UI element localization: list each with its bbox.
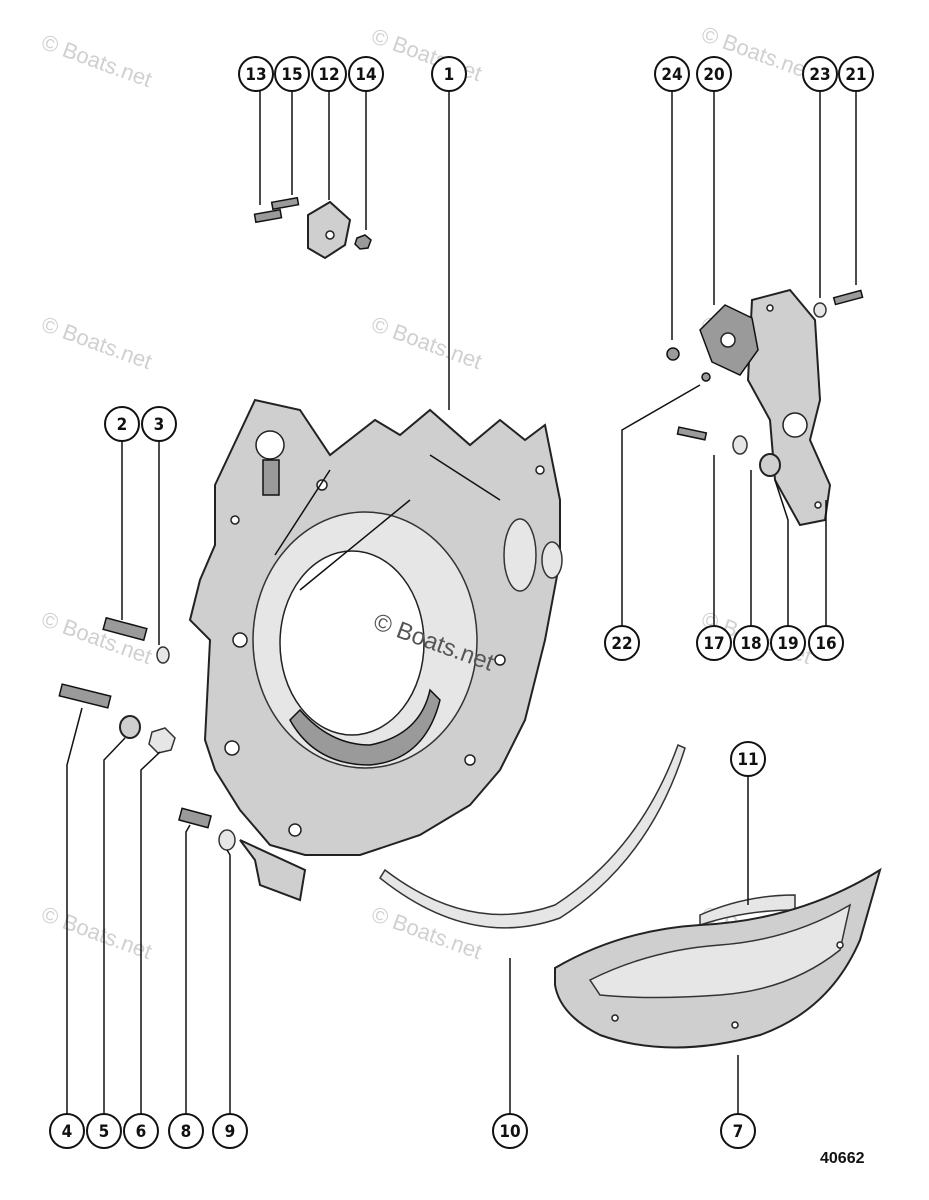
callout-2: 2	[104, 406, 140, 442]
callout-23: 23	[802, 56, 838, 92]
callout-6: 6	[123, 1113, 159, 1149]
watermark: © Boats.net	[368, 23, 485, 86]
callout-label: 9	[225, 1122, 236, 1142]
callout-label: 5	[99, 1122, 110, 1142]
watermark: © Boats.net	[38, 29, 155, 92]
callout-12: 12	[311, 56, 347, 92]
callout-4: 4	[49, 1113, 85, 1149]
callout-20: 20	[696, 56, 732, 92]
callout-9: 9	[212, 1113, 248, 1149]
watermark: © Boats.net	[368, 311, 485, 374]
callout-19: 19	[770, 625, 806, 661]
callout-label: 3	[154, 415, 165, 435]
callout-15: 15	[274, 56, 310, 92]
callout-label: 18	[740, 634, 761, 654]
callouts: 13 15 12 14 1 24 20 23 21 2 3 22 17 18 1…	[49, 56, 874, 1149]
callout-label: 6	[136, 1122, 147, 1142]
callout-24: 24	[654, 56, 690, 92]
callout-1: 1	[431, 56, 467, 92]
callout-label: 1	[444, 65, 455, 85]
callout-14: 14	[348, 56, 384, 92]
callout-label: 24	[661, 65, 682, 85]
callout-label: 7	[733, 1122, 744, 1142]
callout-label: 8	[181, 1122, 192, 1142]
callout-label: 12	[318, 65, 339, 85]
callout-5: 5	[86, 1113, 122, 1149]
figure-number: 40662	[820, 1150, 865, 1167]
callout-label: 10	[499, 1122, 520, 1142]
watermark: © Boats.net	[38, 311, 155, 374]
left-fasteners	[58, 616, 236, 851]
callout-13: 13	[238, 56, 274, 92]
callout-17: 17	[696, 625, 732, 661]
callout-label: 14	[355, 65, 376, 85]
callout-label: 17	[703, 634, 724, 654]
callout-8: 8	[168, 1113, 204, 1149]
callout-10: 10	[492, 1113, 528, 1149]
callout-label: 23	[809, 65, 830, 85]
mounting-plate-group	[666, 288, 864, 527]
watermark: © Boats.net	[38, 901, 155, 964]
callout-16: 16	[808, 625, 844, 661]
flywheel-housing	[188, 398, 563, 902]
callout-21: 21	[838, 56, 874, 92]
callout-label: 19	[777, 634, 798, 654]
callout-label: 4	[62, 1122, 73, 1142]
callout-label: 16	[815, 634, 836, 654]
callout-label: 20	[703, 65, 724, 85]
callout-3: 3	[141, 406, 177, 442]
callout-label: 13	[245, 65, 266, 85]
callout-label: 2	[117, 415, 128, 435]
callout-label: 15	[281, 65, 302, 85]
gasket-group	[379, 743, 882, 1049]
bracket-group	[253, 196, 372, 260]
callout-label: 22	[611, 634, 632, 654]
leader-lines	[66, 91, 857, 1114]
callout-label: 21	[845, 65, 866, 85]
callout-7: 7	[720, 1113, 756, 1149]
callout-22: 22	[604, 625, 640, 661]
callout-label: 11	[737, 750, 758, 770]
callout-18: 18	[733, 625, 769, 661]
callout-11: 11	[730, 741, 766, 777]
